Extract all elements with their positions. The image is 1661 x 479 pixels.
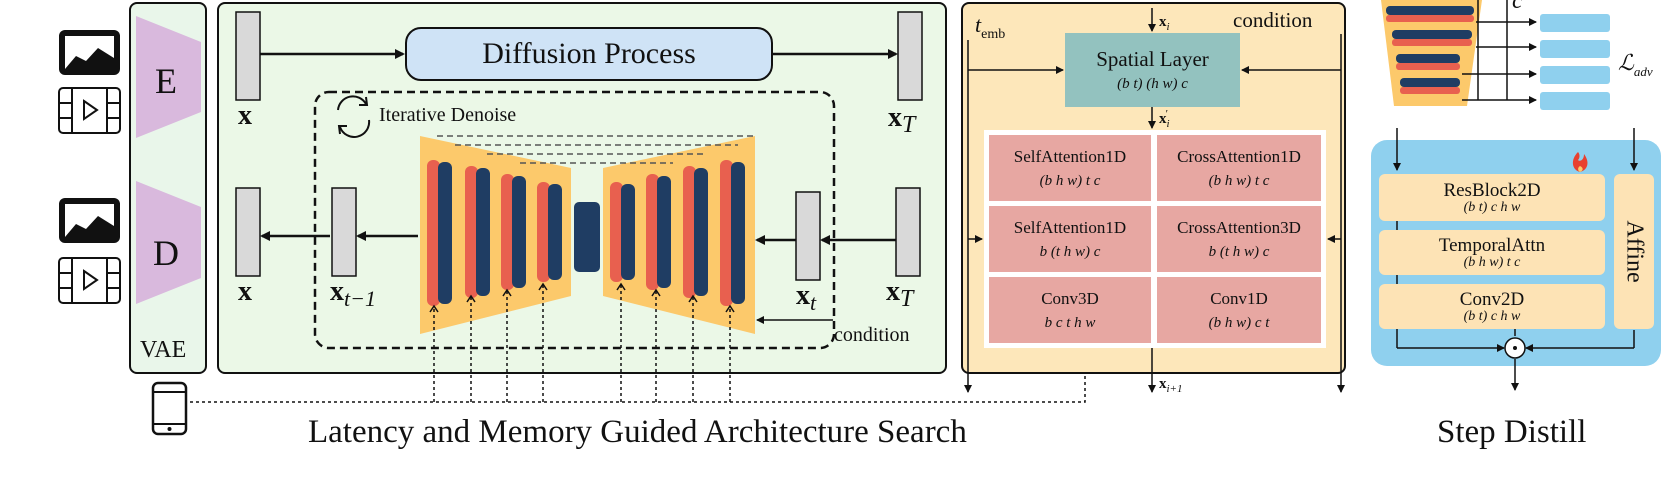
encoder-label: E: [155, 61, 177, 101]
caption-step-distill: Step Distill: [1437, 414, 1587, 450]
discriminator-bars: [1386, 6, 1474, 94]
x-top-label: x: [238, 100, 252, 131]
condition-label: condition: [834, 324, 910, 346]
spatial-layer-sub: (b t) (h w) c: [1117, 76, 1188, 92]
x-bottom-label: x: [238, 276, 252, 307]
cell-conv1d: Conv1D(b h w) c t: [1157, 277, 1321, 343]
unet-encoder-bars: [427, 160, 562, 306]
caption-architecture-search: Latency and Memory Guided Architecture S…: [308, 414, 967, 450]
diffusion-process-label: Diffusion Process: [482, 37, 696, 70]
adv-loss-label: ℒadv: [1618, 50, 1653, 79]
search-dotted-lines: [190, 284, 1086, 403]
vae-label: VAE: [140, 337, 187, 363]
image-icon: [59, 198, 120, 243]
left-icons: [58, 30, 121, 304]
latent-bar-xT-bottom: [895, 187, 921, 277]
resblock2d-block: ResBlock2D(b t) c h w: [1379, 174, 1605, 221]
temporalattn-block: TemporalAttn(b h w) t c: [1379, 230, 1605, 275]
spatial-layer-box: Spatial Layer (b t) (h w) c: [1065, 33, 1240, 107]
affine-block: Affine: [1614, 174, 1654, 329]
unet-decoder: [603, 136, 755, 334]
unet-bottleneck: [574, 202, 600, 272]
xi-plus-1-label: xi+1: [1159, 376, 1183, 395]
decoder-label: D: [153, 233, 179, 273]
latent-bar-x-top: [235, 11, 261, 101]
xT-bottom-label: xT: [886, 276, 914, 312]
phone-icon: [151, 381, 188, 436]
up-carets: [429, 282, 735, 313]
cycle-icon: [337, 95, 371, 138]
xi-label: xi: [1159, 14, 1170, 33]
latent-bar-xt-minus-1: [331, 187, 357, 277]
iterative-denoise-box: [313, 90, 836, 350]
logit-bars: [1540, 14, 1610, 110]
video-icon: [58, 257, 121, 304]
decoder-trapezoid: [136, 181, 201, 304]
c-label: c: [1512, 0, 1523, 14]
video-icon: [58, 87, 121, 134]
latent-bar-xt: [795, 191, 821, 281]
conv2d-block: Conv2D(b t) c h w: [1379, 284, 1605, 329]
unet-encoder: [420, 136, 571, 334]
fire-icon: [1572, 152, 1588, 172]
encoder-trapezoid: [136, 16, 201, 138]
xi-prime-label: xi′: [1159, 108, 1170, 130]
xT-top-label: xT: [888, 102, 916, 138]
image-icon: [59, 30, 120, 75]
iterative-denoise-label: Iterative Denoise: [379, 104, 517, 126]
latent-bar-xT-top: [897, 11, 923, 101]
cell-selfattn1d-a: SelfAttention1D(b h w) t c: [989, 135, 1151, 201]
cell-crossattn1d: CrossAttention1D(b h w) t c: [1157, 135, 1321, 201]
xt-minus-1-label: xt−1: [330, 276, 376, 311]
unet-decoder-bars: [610, 160, 745, 306]
spatial-layer-title: Spatial Layer: [1096, 47, 1209, 71]
block-condition-label: condition: [1233, 8, 1313, 32]
xt-label: xt: [796, 280, 817, 315]
diffusion-process-box: Diffusion Process: [405, 27, 773, 81]
t-emb-label: temb: [975, 12, 1006, 42]
vae-shapes: [136, 16, 201, 304]
